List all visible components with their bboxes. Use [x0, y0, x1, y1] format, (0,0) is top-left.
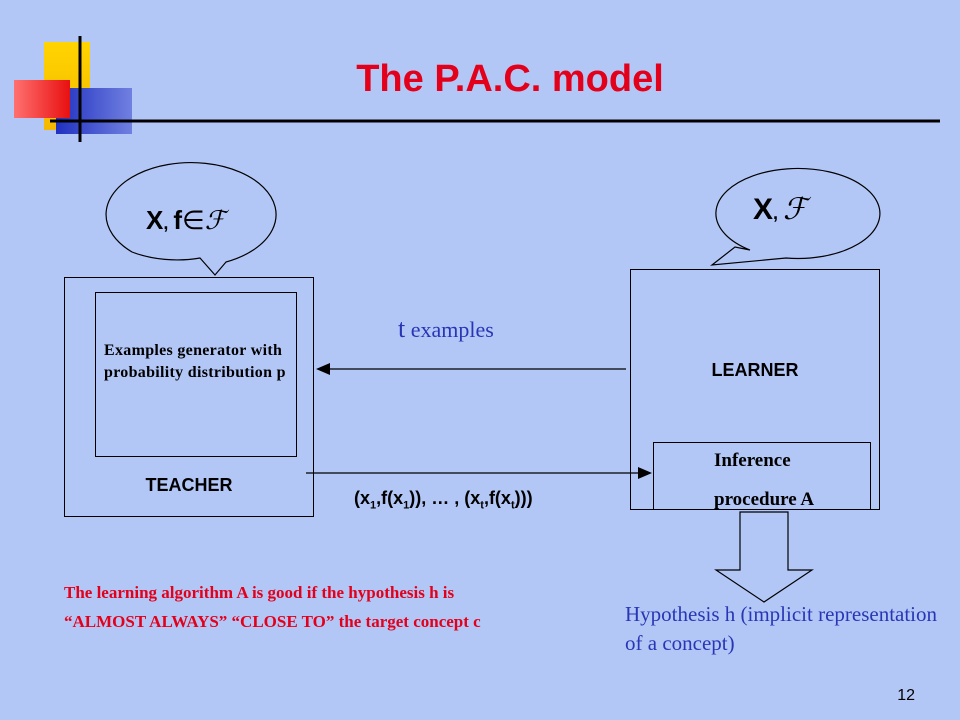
teacher-label: TEACHER [145, 475, 233, 495]
inference-line-1: Inference [714, 450, 791, 471]
learner-speech-bubble [710, 167, 881, 266]
learner-label: LEARNER [711, 360, 799, 380]
generator-box [95, 292, 297, 457]
output-down-arrow [714, 511, 814, 603]
learner-bubble-text: X, ℱ [753, 192, 807, 227]
hypothesis-note: Hypothesis h (implicit representation of… [625, 602, 938, 655]
inference-box [653, 442, 871, 510]
t-examples-label: t examples [398, 314, 494, 343]
red-square [14, 80, 70, 118]
example-sequence-label: (x1,f(x1)), … , (xt,f(xt))) [354, 488, 533, 512]
page-number: 12 [897, 687, 915, 704]
teacher-bubble-text: X, f∈ℱ [146, 205, 226, 236]
slide-title: The P.A.C. model [356, 58, 664, 100]
generator-text: Examples generator with probability dist… [104, 342, 286, 381]
request-arrow-head [316, 363, 330, 375]
inference-line-2: procedure A [714, 489, 815, 510]
teacher-speech-bubble [105, 162, 277, 276]
good-algorithm-note: The learning algorithm A is good if the … [64, 583, 481, 631]
examples-arrow-head [638, 467, 652, 479]
